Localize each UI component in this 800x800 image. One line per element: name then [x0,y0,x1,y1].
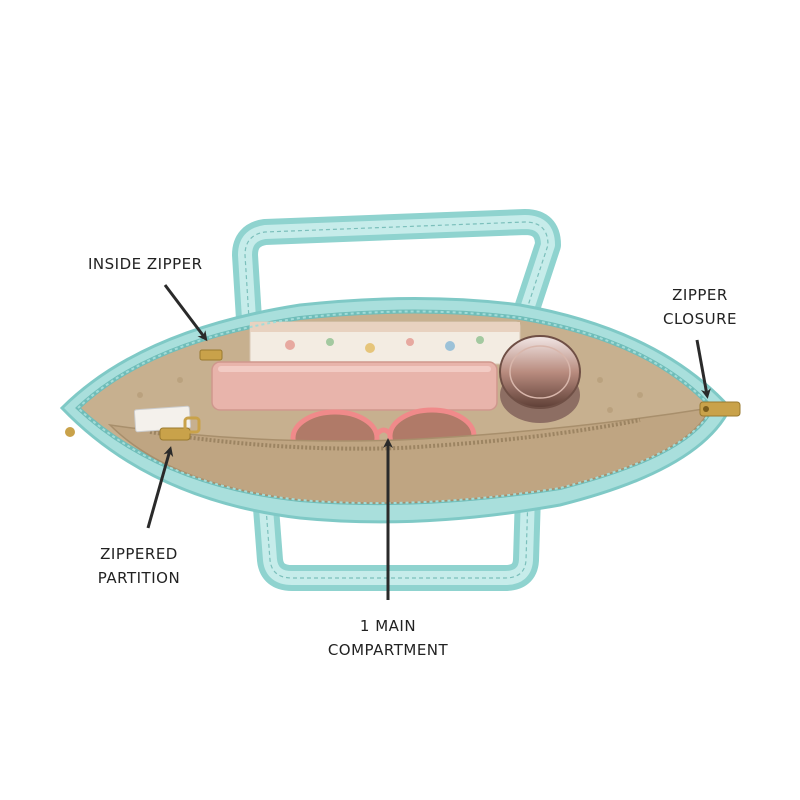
arrow-zippered-partition [146,446,174,529]
callout-main-compartment-line1: 1 MAIN [359,617,417,635]
round-tin [499,335,581,423]
callout-zippered-partition-line1: ZIPPERED [100,545,178,563]
zipper-pull-inside [199,349,223,361]
partition-zipper [149,418,641,451]
callout-main-compartment: 1 MAIN COMPARTMENT [318,614,458,662]
notebook [249,321,521,365]
callout-zippered-partition: ZIPPERED PARTITION [84,542,194,590]
callout-zipper-closure-line1: ZIPPER [672,286,728,304]
callout-zipper-closure: ZIPPER CLOSURE [660,283,740,331]
arrow-inside-zipper [163,284,208,342]
top-handle [232,209,561,336]
zipper-pull-main [699,401,741,417]
callout-zippered-partition-line2: PARTITION [97,569,181,587]
side-ring-left [65,427,75,437]
partition-pocket [107,407,712,504]
zipper-pull-partition [159,416,201,441]
pink-pouch [211,361,498,411]
callout-inside-zipper: INSIDE ZIPPER [88,252,203,276]
arrow-zipper-closure [695,339,711,399]
callout-zipper-closure-line2: CLOSURE [662,310,737,328]
callout-main-compartment-line2: COMPARTMENT [327,641,449,659]
bottom-handle [252,494,541,591]
callout-inside-zipper-line1: INSIDE ZIPPER [88,255,203,273]
